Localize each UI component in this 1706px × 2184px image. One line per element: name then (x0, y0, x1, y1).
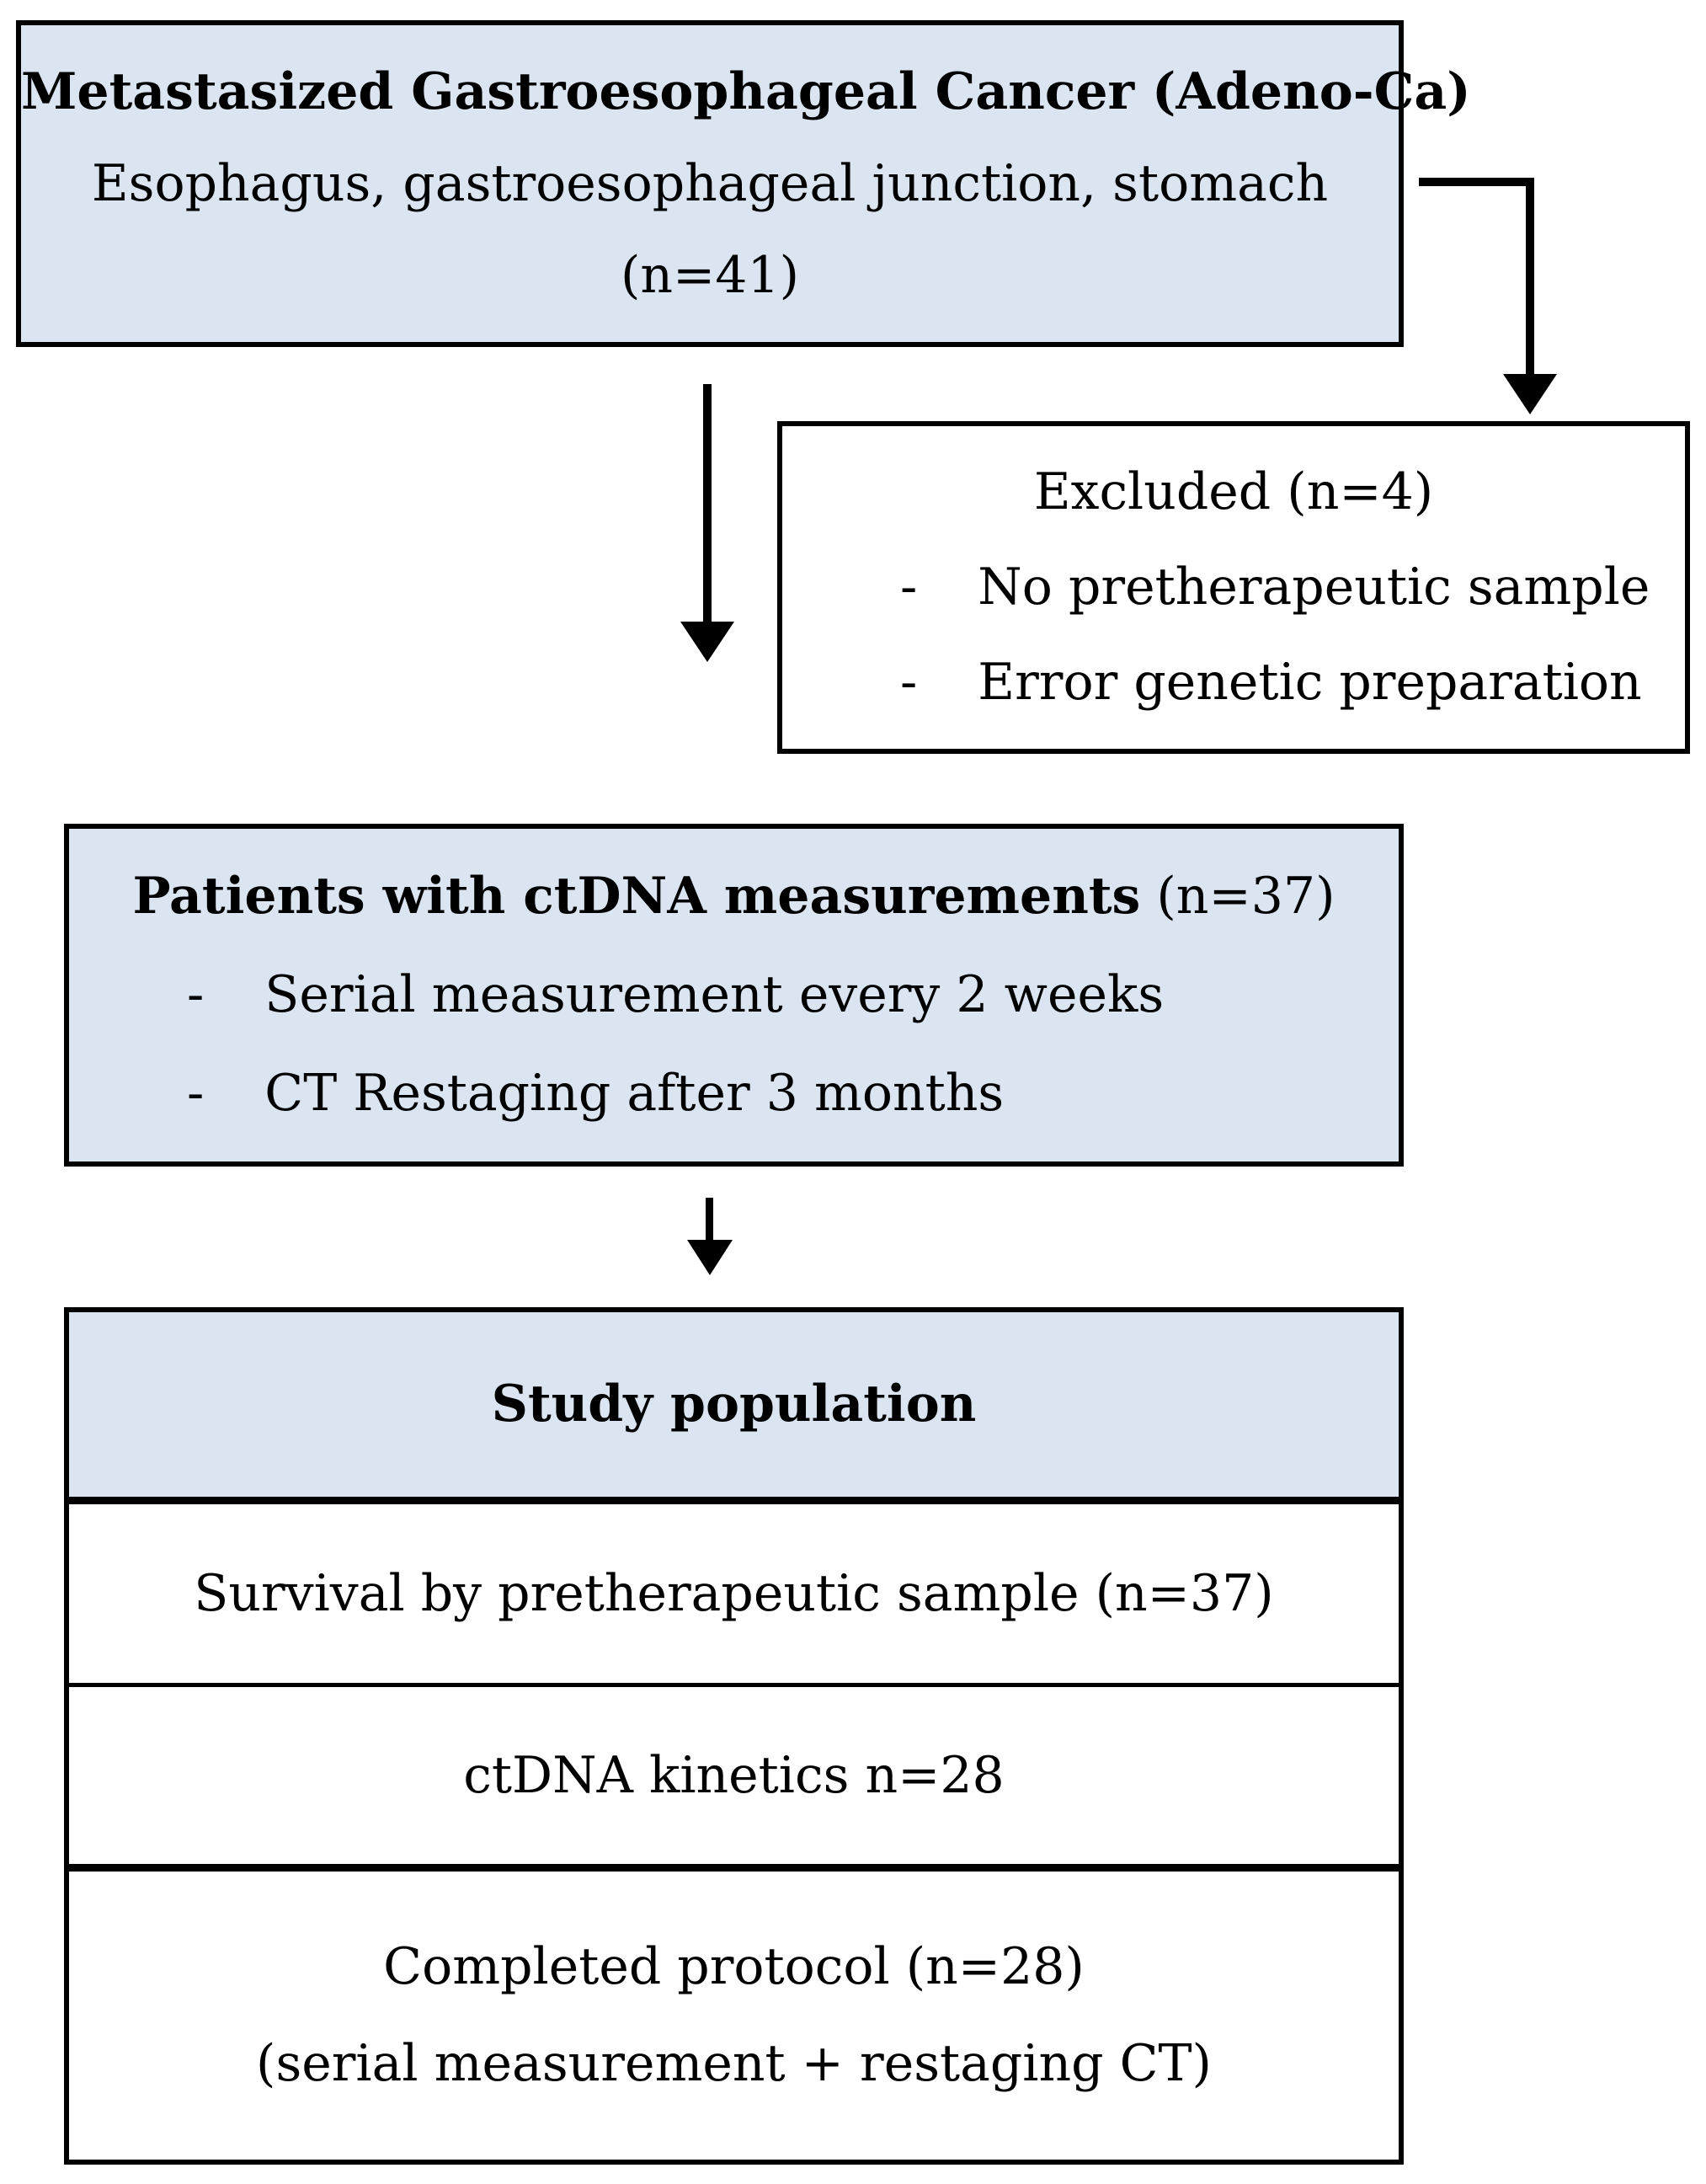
table-row: ctDNA kinetics n=28 (69, 1687, 1399, 1864)
table-header-label: Study population (491, 1375, 977, 1434)
enrollment-to-ctdna-arrow-line (703, 384, 712, 623)
excluded-item: - No pretherapeutic sample (782, 558, 1685, 617)
enrollment-to-ctdna-arrowhead-icon (680, 622, 734, 662)
ctdna-to-table-arrow-line (706, 1198, 713, 1242)
table-header-row: Study population (69, 1312, 1399, 1497)
ctdna-title-bold: Patients with ctDNA measurements (132, 867, 1141, 926)
enrollment-title: Metastasized Gastroesophageal Cancer (Ad… (21, 61, 1471, 121)
ctdna-to-table-arrowhead-icon (687, 1240, 733, 1275)
ctdna-title: Patients with ctDNA measurements (n=37) (69, 868, 1399, 926)
excluded-connector-horizontal-line (1419, 178, 1534, 186)
enrollment-subtitle: Esophagus, gastroesophageal junction, st… (91, 153, 1329, 213)
excluded-item-label: No pretherapeutic sample (978, 558, 1650, 617)
excluded-title: Excluded (n=4) (1033, 462, 1434, 521)
ctdna-item: - CT Restaging after 3 months (69, 1065, 1399, 1123)
table-divider (69, 1683, 1399, 1687)
bullet-dash: - (187, 965, 205, 1024)
bullet-dash: - (900, 558, 918, 617)
excluded-item-label: Error genetic preparation (978, 653, 1642, 712)
table-divider (69, 1864, 1399, 1872)
excluded-item: - Error genetic preparation (782, 654, 1685, 712)
excluded-connector-arrowhead-icon (1503, 374, 1557, 414)
ctdna-item: - Serial measurement every 2 weeks (69, 966, 1399, 1024)
table-row-label-line2: (serial measurement + restaging CT) (256, 2034, 1212, 2093)
table-row-label: Survival by pretherapeutic sample (n=37) (194, 1563, 1274, 1623)
enrollment-box: Metastasized Gastroesophageal Cancer (Ad… (16, 20, 1471, 347)
table-row-label-line1: Completed protocol (n=28) (383, 1937, 1085, 1996)
table-divider (69, 1497, 1399, 1504)
ctdna-title-count: (n=37) (1156, 867, 1335, 926)
study-population-table: Study population Survival by pretherapeu… (64, 1307, 1404, 2165)
enrollment-count: (n=41) (620, 245, 800, 305)
table-row-label: ctDNA kinetics n=28 (463, 1745, 1005, 1805)
table-row: Survival by pretherapeutic sample (n=37) (69, 1504, 1399, 1683)
excluded-box: Excluded (n=4) - No pretherapeutic sampl… (777, 421, 1690, 754)
bullet-dash: - (900, 653, 918, 712)
ctdna-item-label: CT Restaging after 3 months (264, 1064, 1005, 1123)
ctdna-measurements-box: Patients with ctDNA measurements (n=37) … (64, 824, 1404, 1167)
ctdna-item-label: Serial measurement every 2 weeks (264, 965, 1165, 1024)
excluded-connector-vertical-line (1526, 178, 1534, 376)
bullet-dash: - (187, 1064, 205, 1123)
table-row: Completed protocol (n=28) (serial measur… (69, 1872, 1399, 2160)
